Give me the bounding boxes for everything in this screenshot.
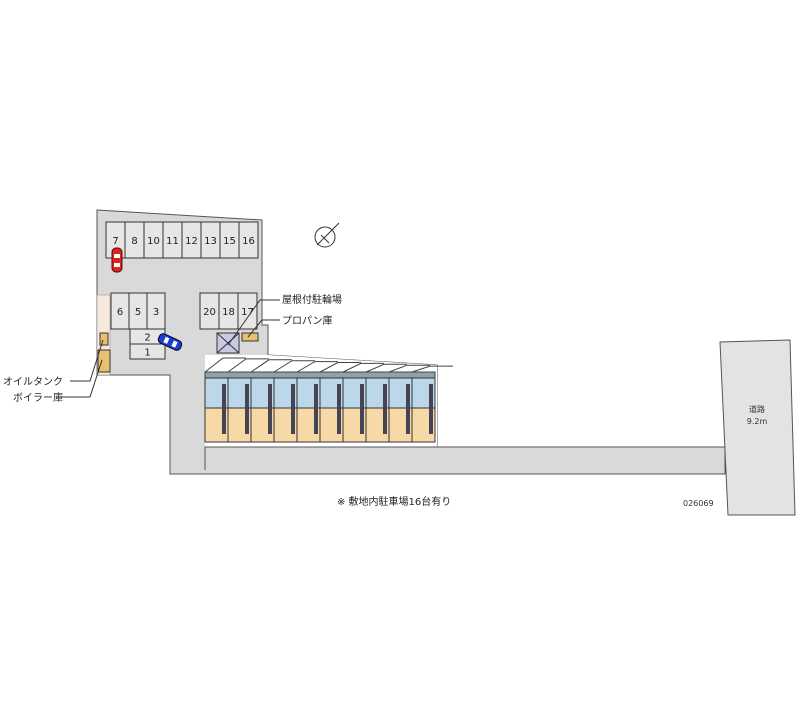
stall-number: 10	[147, 236, 160, 247]
parking-stall	[129, 343, 166, 360]
roof-line	[250, 359, 292, 373]
roof-line	[204, 357, 246, 373]
road-width: 9.2m	[747, 417, 768, 426]
parking-stall	[237, 292, 258, 330]
cross-mark	[216, 332, 240, 354]
label-covered-bicycle-parking: 屋根付駐輪場	[282, 293, 342, 306]
stall-number: 3	[153, 307, 159, 318]
stall-number: 2	[144, 333, 150, 344]
parking-note: ※ 敷地内駐車場16台有り	[337, 495, 451, 508]
stall-number: 11	[166, 236, 179, 247]
propane-icon	[241, 332, 259, 342]
label-oil-tank: オイルタンク	[3, 376, 63, 388]
building-roof	[204, 371, 436, 379]
stall-number: 12	[185, 236, 198, 247]
unit-stair	[406, 384, 410, 434]
stall-number: 1	[144, 348, 150, 359]
stall-number: 5	[135, 307, 141, 318]
stall-number: 16	[242, 236, 255, 247]
lot-edge	[204, 446, 437, 470]
stall-number: 15	[223, 236, 236, 247]
unit-stair	[314, 384, 318, 434]
compass-icon	[314, 222, 340, 248]
parking-stall	[238, 221, 259, 259]
label-boiler-room: ボイラー庫	[13, 391, 63, 404]
unit-stair	[429, 384, 433, 434]
stall-number: 13	[204, 236, 217, 247]
stall-number: 6	[117, 307, 123, 318]
roof-line	[388, 364, 430, 373]
car-blue-icon	[157, 333, 183, 351]
unit-stair	[360, 384, 364, 434]
label-propane-storage: プロパン庫	[282, 314, 333, 327]
unit-stair	[291, 384, 295, 434]
apartment-building	[204, 357, 453, 443]
roof-line	[296, 361, 338, 373]
boiler-room-icon	[97, 349, 111, 373]
stall-number: 17	[241, 307, 254, 318]
unit-stair	[268, 384, 272, 434]
map-id: 026069	[683, 499, 714, 508]
car-red-icon	[111, 247, 123, 273]
stall-number: 20	[203, 307, 216, 318]
unit-stair	[337, 384, 341, 434]
unit-stair	[222, 384, 226, 434]
stall-number: 8	[131, 236, 137, 247]
stall-number: 18	[222, 307, 235, 318]
unit-stair	[383, 384, 387, 434]
roof-line	[411, 365, 453, 373]
roof-line	[319, 362, 361, 373]
unit-stair	[245, 384, 249, 434]
road-name: 道路	[749, 404, 765, 414]
roof-line	[342, 362, 384, 373]
callout-lines	[62, 299, 280, 398]
road	[719, 339, 796, 516]
roof-line	[365, 363, 407, 373]
oil-tank-icon	[99, 332, 109, 346]
roof-line	[227, 358, 269, 373]
stall-number: 7	[112, 236, 118, 247]
roof-line	[273, 360, 315, 373]
